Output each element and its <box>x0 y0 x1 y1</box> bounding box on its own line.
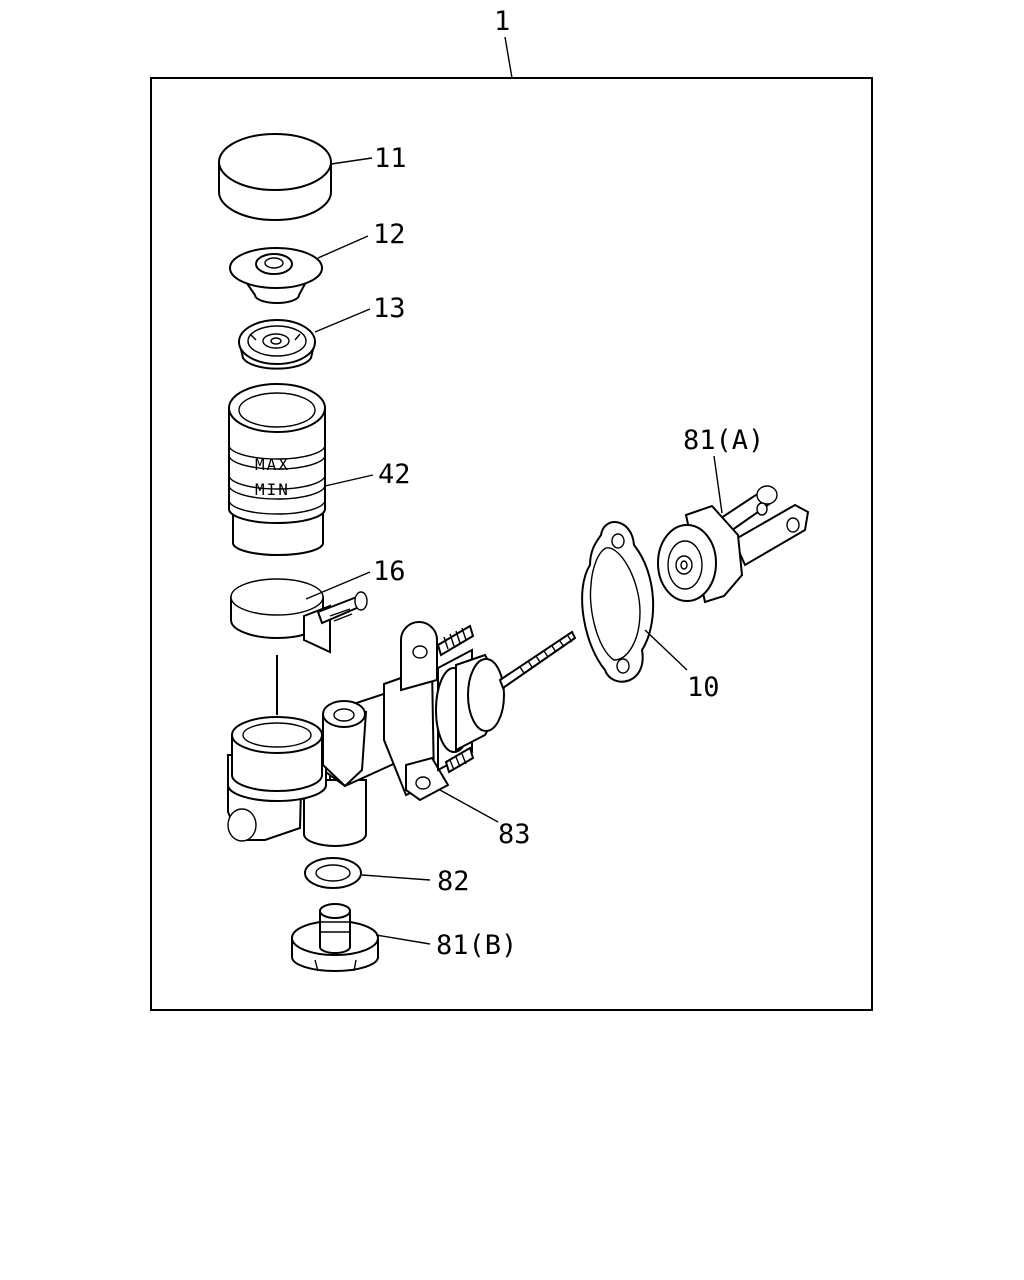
leader-81a <box>713 455 723 514</box>
leader-83 <box>439 789 499 823</box>
leader-42 <box>324 474 374 487</box>
leader-11 <box>330 157 373 165</box>
leader-16 <box>305 571 371 600</box>
diaphragm <box>229 247 323 304</box>
callout-81b: 81(B) <box>436 930 517 961</box>
gasket <box>581 521 655 683</box>
assembly-callout: 1 <box>494 6 510 37</box>
callout-42: 42 <box>378 459 411 490</box>
callout-11: 11 <box>374 143 407 174</box>
reservoir-seal <box>238 319 316 370</box>
callout-16: 16 <box>373 556 406 587</box>
washer <box>304 857 362 889</box>
callout-82: 82 <box>437 866 470 897</box>
union-fitting <box>291 903 379 972</box>
leader-13 <box>314 308 371 333</box>
callout-12: 12 <box>373 219 406 250</box>
leader-12 <box>317 235 369 259</box>
assembly-leader <box>504 36 513 79</box>
push-rod-boot <box>657 485 810 604</box>
min-mark: MIN <box>255 480 290 499</box>
reservoir-band <box>230 578 368 654</box>
max-mark: MAX <box>255 455 290 474</box>
reservoir-cap <box>218 133 332 221</box>
callout-10: 10 <box>687 672 720 703</box>
master-cylinder-body <box>227 621 577 847</box>
leader-10 <box>644 629 688 671</box>
leader-81b <box>375 934 431 945</box>
reservoir-body: MAX MIN <box>228 383 326 556</box>
leader-82 <box>361 874 431 881</box>
callout-13: 13 <box>373 293 406 324</box>
callout-83: 83 <box>498 819 531 850</box>
callout-81a: 81(A) <box>683 425 764 456</box>
